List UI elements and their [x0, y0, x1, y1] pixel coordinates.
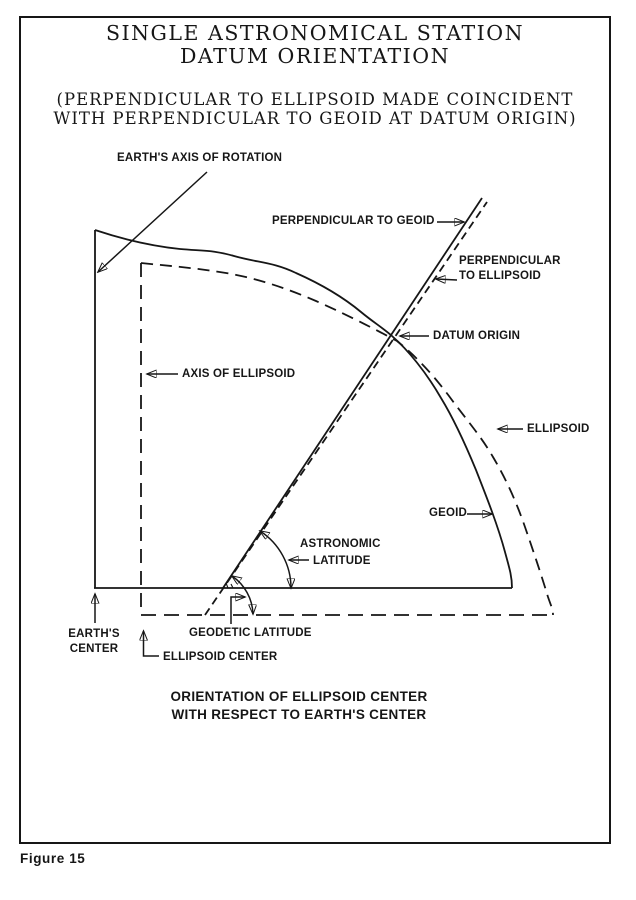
page-border	[19, 16, 611, 844]
earths-axis-of-rotation-label: EARTH'S AXIS OF ROTATION	[117, 152, 283, 164]
geoid-label: GEOID	[429, 507, 468, 519]
astronomic-latitude-line-1: ASTRONOMIC	[300, 538, 381, 550]
astronomic-latitude-line-2: LATITUDE	[313, 555, 371, 567]
figure-subtitle: (PERPENDICULAR TO ELLIPSOID MADE COINCID…	[19, 90, 611, 128]
datum-origin-label: DATUM ORIGIN	[433, 330, 521, 342]
figure-number-label: Figure 15	[20, 851, 86, 866]
earths-center-label: EARTH'S CENTER	[64, 627, 124, 656]
figure-title: SINGLE ASTRONOMICAL STATION DATUM ORIENT…	[19, 22, 611, 68]
astronomic-latitude-label: ASTRONOMIC LATITUDE	[300, 536, 381, 570]
ellipsoid-curve	[140, 262, 554, 616]
earths-center-line-2: CENTER	[69, 642, 119, 655]
geodetic-latitude-arc	[232, 576, 253, 614]
ellipsoid-label: ELLIPSOID	[527, 423, 590, 435]
perpendicular-to-geoid-line	[222, 197, 483, 589]
caption-line-1: ORIENTATION OF ELLIPSOID CENTER	[170, 689, 428, 704]
geodetic-latitude-label: GEODETIC LATITUDE	[189, 627, 312, 639]
title-line-2: DATUM ORIENTATION	[179, 44, 451, 68]
caption-line-2: WITH RESPECT TO EARTH'S CENTER	[171, 707, 427, 722]
ellipsoid-center-label: ELLIPSOID CENTER	[163, 651, 278, 663]
ellipsoid-center-leader-arrow	[144, 631, 159, 657]
perpendicular-to-geoid-label: PERPENDICULAR TO GEOID	[272, 215, 435, 227]
subtitle-line-2: WITH PERPENDICULAR TO GEOID AT DATUM ORI…	[53, 108, 577, 128]
figure-caption: ORIENTATION OF ELLIPSOID CENTER WITH RES…	[140, 688, 458, 724]
geoid-curve	[94, 229, 513, 589]
perpendicular-to-ellipsoid-line	[204, 201, 488, 616]
earths-axis-leader-arrow	[98, 171, 208, 272]
astronomic-latitude-arc	[260, 531, 291, 588]
title-line-1: SINGLE ASTRONOMICAL STATION	[105, 21, 525, 45]
earths-center-line-1: EARTH'S	[68, 628, 120, 640]
geodetic-latitude-leader-arrow	[230, 597, 245, 624]
vertex-hatch	[225, 582, 234, 589]
perpendicular-to-ellipsoid-label: PERPENDICULAR TO ELLIPSOID	[459, 254, 561, 284]
perpendicular-to-ellipsoid-arrow	[436, 279, 458, 280]
subtitle-line-1: (PERPENDICULAR TO ELLIPSOID MADE COINCID…	[56, 90, 574, 109]
perpendicular-to-ellipsoid-line-2: TO ELLIPSOID	[459, 270, 542, 282]
axis-of-ellipsoid-label: AXIS OF ELLIPSOID	[182, 368, 296, 380]
perpendicular-to-ellipsoid-line-1: PERPENDICULAR	[459, 255, 561, 267]
